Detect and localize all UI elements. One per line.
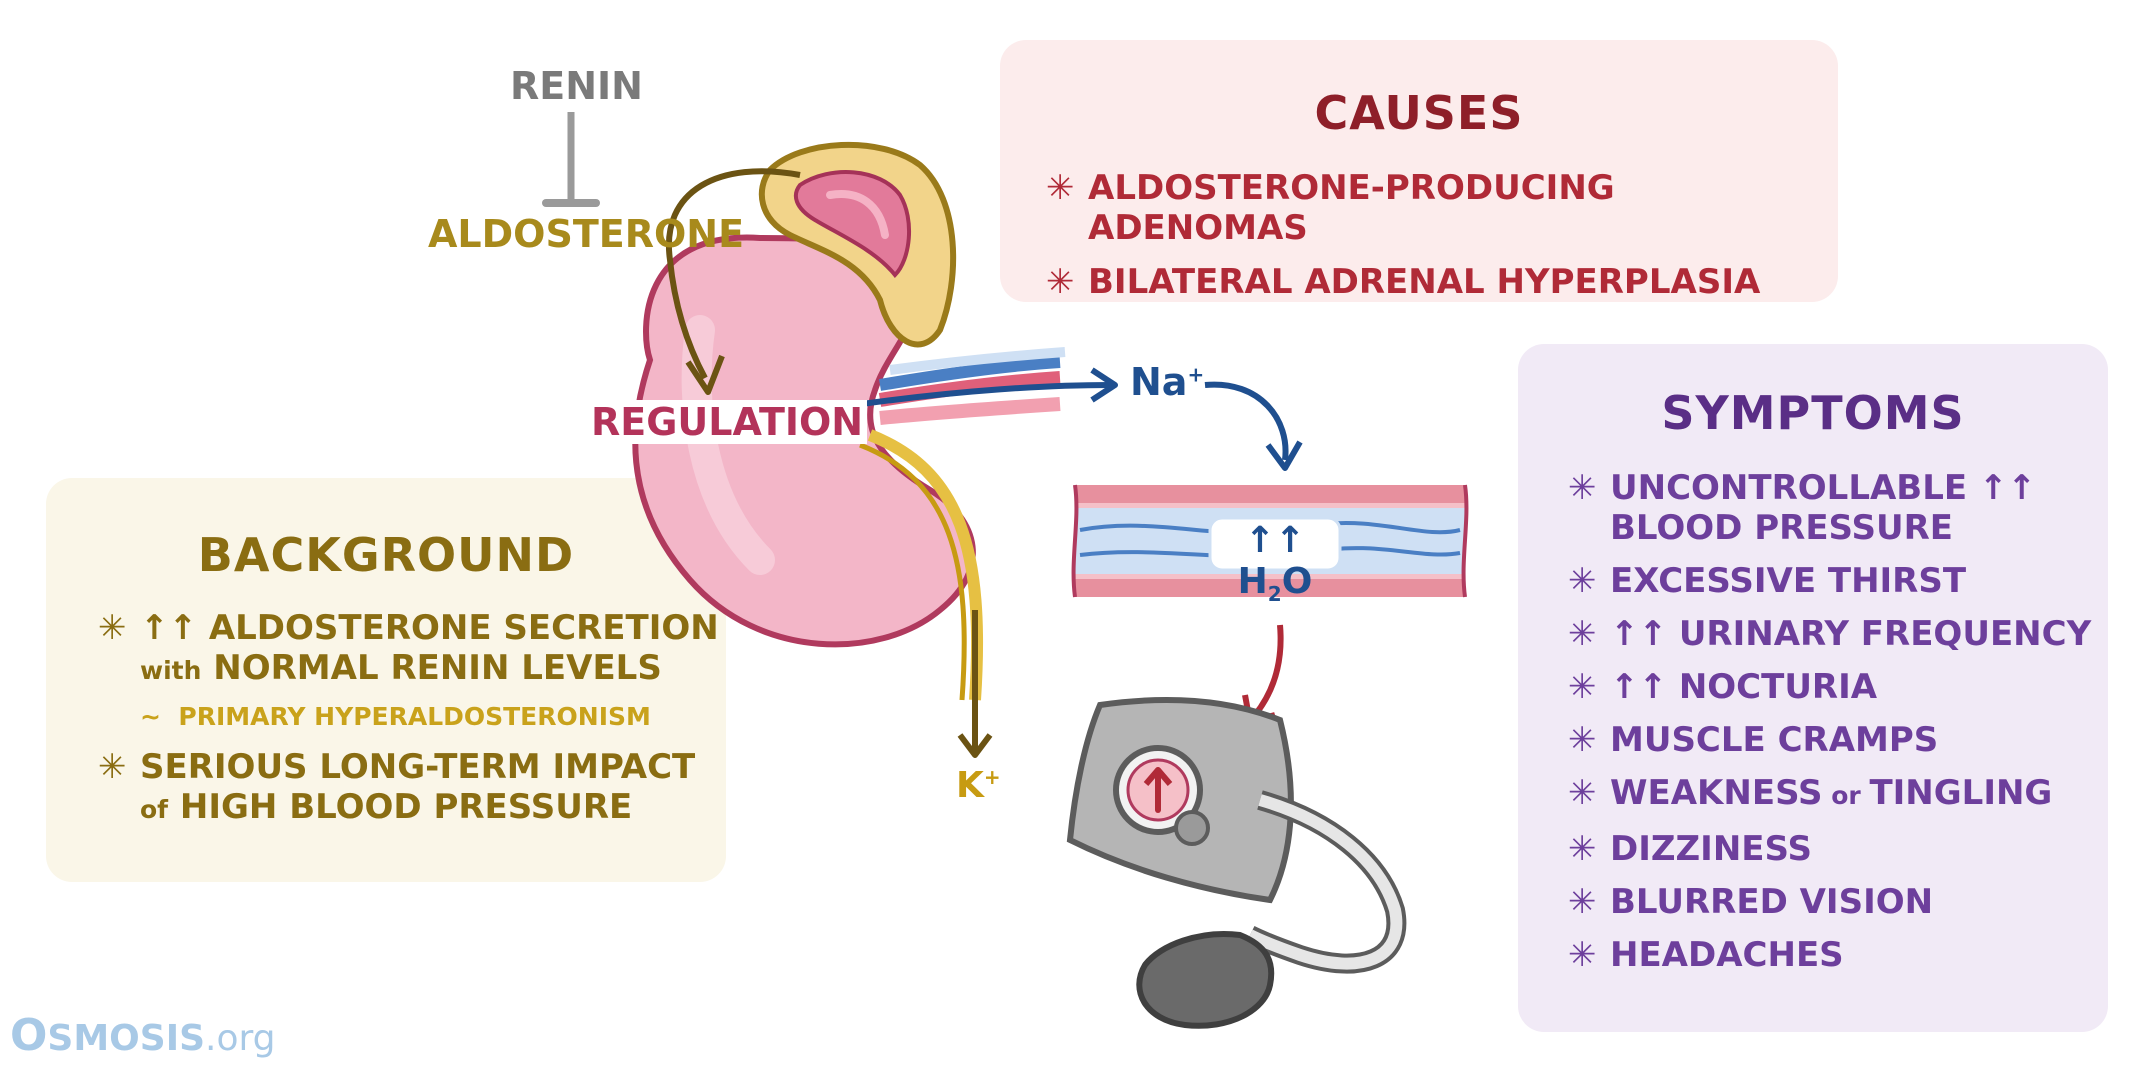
list-item: ✳ ↑↑ ALDOSTERONE SECRETION with NORMAL R…: [98, 608, 719, 737]
sodium-to-vessel-arrow: [1204, 381, 1303, 471]
osmosis-logo: OSMOSIS.org: [10, 1010, 276, 1061]
symptoms-title: SYMPTOMS: [1661, 386, 1965, 440]
logo-org: .org: [205, 1018, 276, 1059]
adrenal-gland-icon: [758, 141, 957, 348]
potassium-arrow: [859, 429, 993, 758]
symptom-weakness: WEAKNESS: [1610, 773, 1823, 813]
water-h: H: [1237, 561, 1268, 602]
aldosterone-arrow: [665, 168, 801, 395]
symptom-cramps: MUSCLE CRAMPS: [1610, 720, 1939, 760]
list-item: ✳ SERIOUS LONG-TERM IMPACT of HIGH BLOOD…: [98, 747, 719, 830]
note-tilde: ~: [140, 702, 161, 731]
symptoms-list: ✳ UNCONTROLLABLE ↑↑BLOOD PRESSURE ✳ EXCESS…: [1568, 468, 2091, 975]
renin-label: RENIN: [510, 64, 643, 108]
background-title: BACKGROUND: [197, 528, 575, 582]
logo-o: O: [10, 1010, 48, 1061]
bullet-icon: ✳: [1046, 262, 1075, 302]
renal-vessels-icon: [878, 347, 1066, 425]
background-item-1-with: with: [140, 656, 202, 685]
symptom-tingling: TINGLING: [1869, 773, 2053, 813]
cause-item-1: ALDOSTERONE-PRODUCING ADENOMAS: [1088, 168, 1615, 248]
symptom-nocturia: ↑↑ NOCTURIA: [1610, 667, 1878, 707]
list-item: ✳ EXCESSIVE THIRST: [1568, 561, 2091, 601]
bullet-icon: ✳: [1568, 829, 1597, 869]
sodium-charge: +: [1187, 362, 1205, 387]
symptom-headaches: HEADACHES: [1610, 935, 1844, 975]
potassium-symbol: K: [956, 765, 984, 806]
background-item-1-line1: ↑↑ ALDOSTERONE SECRETION: [140, 608, 719, 648]
increase-arrows: ↑↑: [1244, 520, 1306, 561]
background-note: PRIMARY HYPERALDOSTERONISM: [178, 702, 651, 731]
bullet-icon: ✳: [1568, 561, 1597, 601]
regulation-label: REGULATION: [587, 400, 868, 444]
list-item: ✳ BLURRED VISION: [1568, 882, 2091, 922]
cause-item-2: BILATERAL ADRENAL HYPERPLASIA: [1088, 262, 1761, 302]
bullet-icon: ✳: [1568, 882, 1597, 922]
bullet-icon: ✳: [98, 747, 127, 787]
list-item: ✳ UNCONTROLLABLE ↑↑BLOOD PRESSURE: [1568, 468, 2091, 548]
symptom-weakness-or: or: [1822, 781, 1870, 810]
sodium-label: Na+: [1130, 360, 1204, 404]
list-item: ✳ MUSCLE CRAMPS: [1568, 720, 2091, 760]
symptom-vision: BLURRED VISION: [1610, 882, 1934, 922]
bullet-icon: ✳: [1568, 773, 1597, 813]
list-item: ✳ DIZZINESS: [1568, 829, 2091, 869]
causes-panel: CAUSES ✳ ALDOSTERONE-PRODUCING ADENOMAS ✳…: [1000, 40, 1838, 302]
sodium-symbol: Na: [1130, 360, 1188, 404]
blood-pressure-cuff-icon: [1066, 697, 1407, 1029]
background-item-2-of: of: [140, 795, 169, 824]
water-subscript: 2: [1267, 582, 1282, 607]
symptom-dizziness: DIZZINESS: [1610, 829, 1812, 869]
bullet-icon: ✳: [1568, 468, 1597, 508]
causes-list: ✳ ALDOSTERONE-PRODUCING ADENOMAS ✳ BILATER…: [1046, 168, 1838, 302]
bullet-icon: ✳: [1046, 168, 1075, 208]
bullet-icon: ✳: [1568, 935, 1597, 975]
background-panel: BACKGROUND ✳ ↑↑ ALDOSTERONE SECRETION wi…: [46, 478, 726, 882]
causes-title: CAUSES: [1314, 86, 1524, 140]
blood-vessel-icon: [1071, 484, 1469, 598]
aldosterone-label: ALDOSTERONE: [428, 212, 745, 256]
bullet-icon: ✳: [1568, 720, 1597, 760]
list-item: ✳ ↑↑ URINARY FREQUENCY: [1568, 614, 2091, 654]
background-item-1-line2: NORMAL RENIN LEVELS: [201, 648, 662, 688]
background-item-2-line2: HIGH BLOOD PRESSURE: [168, 787, 633, 827]
list-item: ✳ WEAKNESS or TINGLING: [1568, 773, 2091, 816]
background-item-2-line1: SERIOUS LONG-TERM IMPACT: [140, 747, 696, 787]
list-item: ✳ BILATERAL ADRENAL HYPERPLASIA: [1046, 262, 1838, 302]
symptom-urinary: ↑↑ URINARY FREQUENCY: [1610, 614, 2092, 654]
list-item: ✳ ALDOSTERONE-PRODUCING ADENOMAS: [1046, 168, 1838, 248]
logo-main: SMOSIS: [47, 1018, 206, 1059]
potassium-charge: +: [983, 765, 1001, 789]
background-list: ✳ ↑↑ ALDOSTERONE SECRETION with NORMAL R…: [98, 608, 719, 830]
symptom-uncontrollable-2: BLOOD PRESSURE: [1610, 508, 1954, 548]
bullet-icon: ✳: [1568, 614, 1597, 654]
sodium-arrow: [854, 367, 1118, 408]
potassium-label: K+: [956, 765, 1001, 806]
symptom-thirst: EXCESSIVE THIRST: [1610, 561, 1967, 601]
water-o: O: [1281, 561, 1313, 602]
water-label: ↑↑ H2O: [1216, 520, 1334, 606]
inhibition-icon: [542, 112, 600, 207]
list-item: ✳ HEADACHES: [1568, 935, 2091, 975]
list-item: ✳ ↑↑ NOCTURIA: [1568, 667, 2091, 707]
symptoms-panel: SYMPTOMS ✳ UNCONTROLLABLE ↑↑BLOOD PRESSUR…: [1518, 344, 2108, 1032]
bullet-icon: ✳: [1568, 667, 1597, 707]
symptom-uncontrollable-1: UNCONTROLLABLE ↑↑: [1610, 468, 2036, 508]
bullet-icon: ✳: [98, 608, 127, 648]
